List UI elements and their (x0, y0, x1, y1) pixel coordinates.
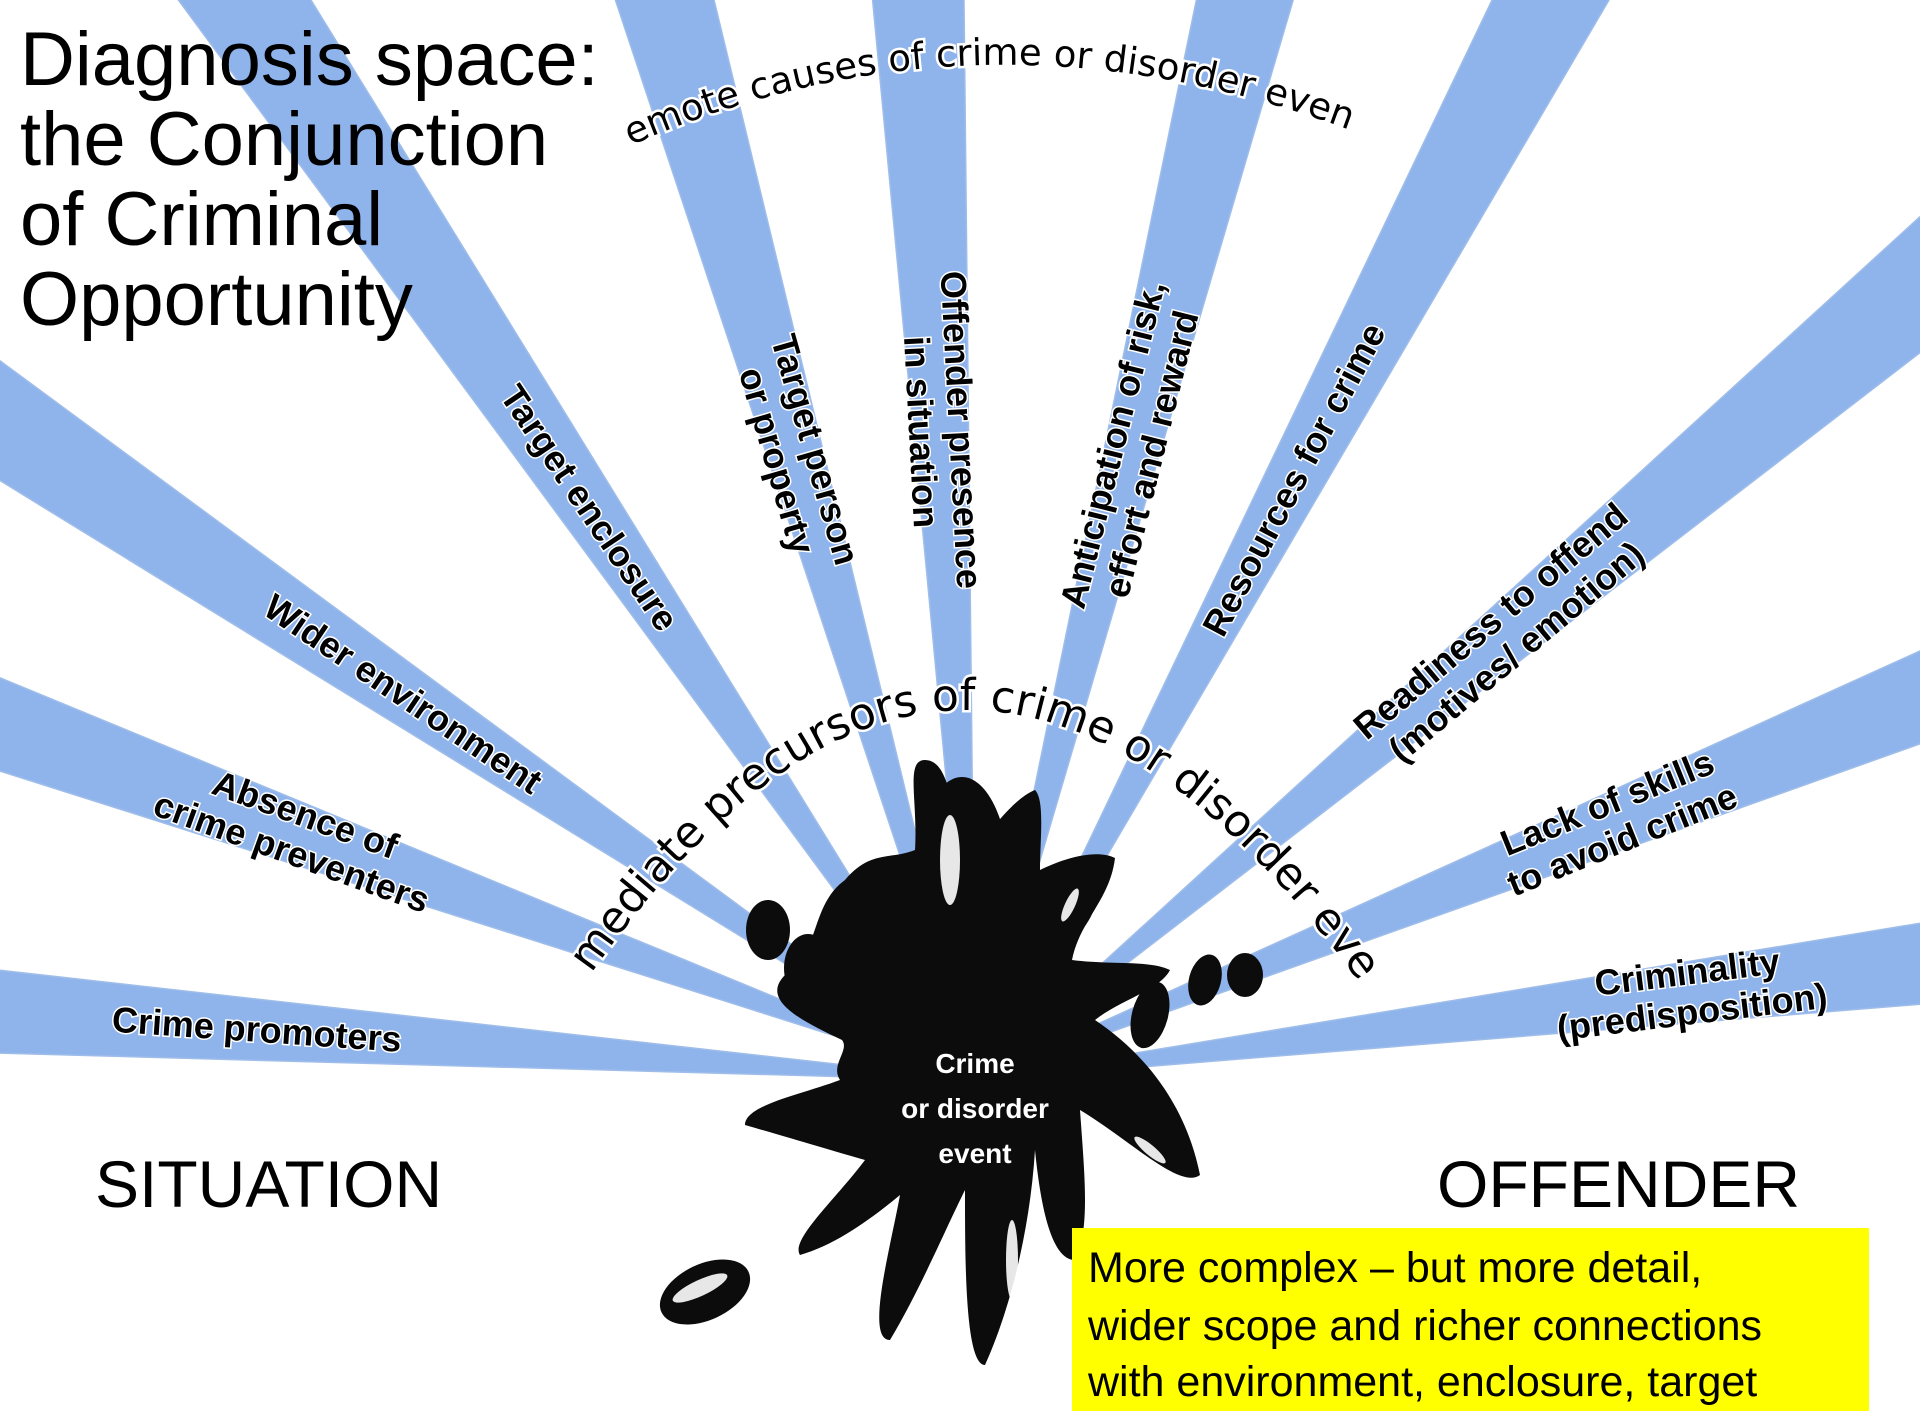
note-box: More complex – but more detail, wider sc… (1072, 1228, 1869, 1411)
title-line: Diagnosis space: (20, 17, 599, 102)
ink-highlight (940, 815, 960, 905)
ink-drop (784, 934, 832, 1002)
ray-label: Anticipation of risk,effort and reward (1050, 275, 1208, 614)
ink-highlight (1134, 1136, 1166, 1164)
ray-label-line: Readiness to offend (1345, 495, 1635, 748)
ray-label-line: Wider environment (257, 586, 550, 802)
ink-drop (746, 900, 790, 960)
title-line: the Conjunction (20, 97, 548, 182)
ink-highlight (1061, 888, 1079, 922)
offender-label: OFFENDER (1437, 1147, 1800, 1221)
ink-highlight (672, 1273, 728, 1303)
note-line: with environment, enclosure, target (1087, 1358, 1757, 1406)
ink-highlight (1006, 1220, 1018, 1300)
center-label-line: event (938, 1138, 1011, 1169)
ray-label: Target enclosure (491, 376, 689, 640)
title-line: of Criminal (20, 177, 383, 262)
note-background (1072, 1228, 1869, 1411)
ink-drop (1130, 981, 1170, 1049)
ink-drop (1188, 954, 1222, 1006)
ray-label-line: Target enclosure (492, 377, 687, 638)
title-line: Opportunity (20, 257, 413, 342)
ray-label: Wider environment (255, 584, 551, 803)
ink-splash: Crime or disorder event (659, 760, 1263, 1365)
note-line: wider scope and richer connections (1087, 1302, 1762, 1350)
ray-label-line: in situation (896, 335, 947, 529)
ray-label: Resources for crime (1192, 315, 1395, 645)
situation-label: SITUATION (95, 1147, 442, 1221)
ink-drop (1227, 953, 1263, 997)
center-label-line: Crime (935, 1048, 1014, 1079)
diagram-title: Diagnosis space: the Conjunction of Crim… (20, 17, 599, 342)
note-line: More complex – but more detail, (1088, 1244, 1702, 1292)
ink-drop (914, 777, 1010, 993)
ray-label: Readiness to offend(motives/ emotion) (1344, 493, 1653, 771)
ray-label-line: Resources for crime (1194, 316, 1394, 643)
center-label-line: or disorder (901, 1093, 1049, 1124)
